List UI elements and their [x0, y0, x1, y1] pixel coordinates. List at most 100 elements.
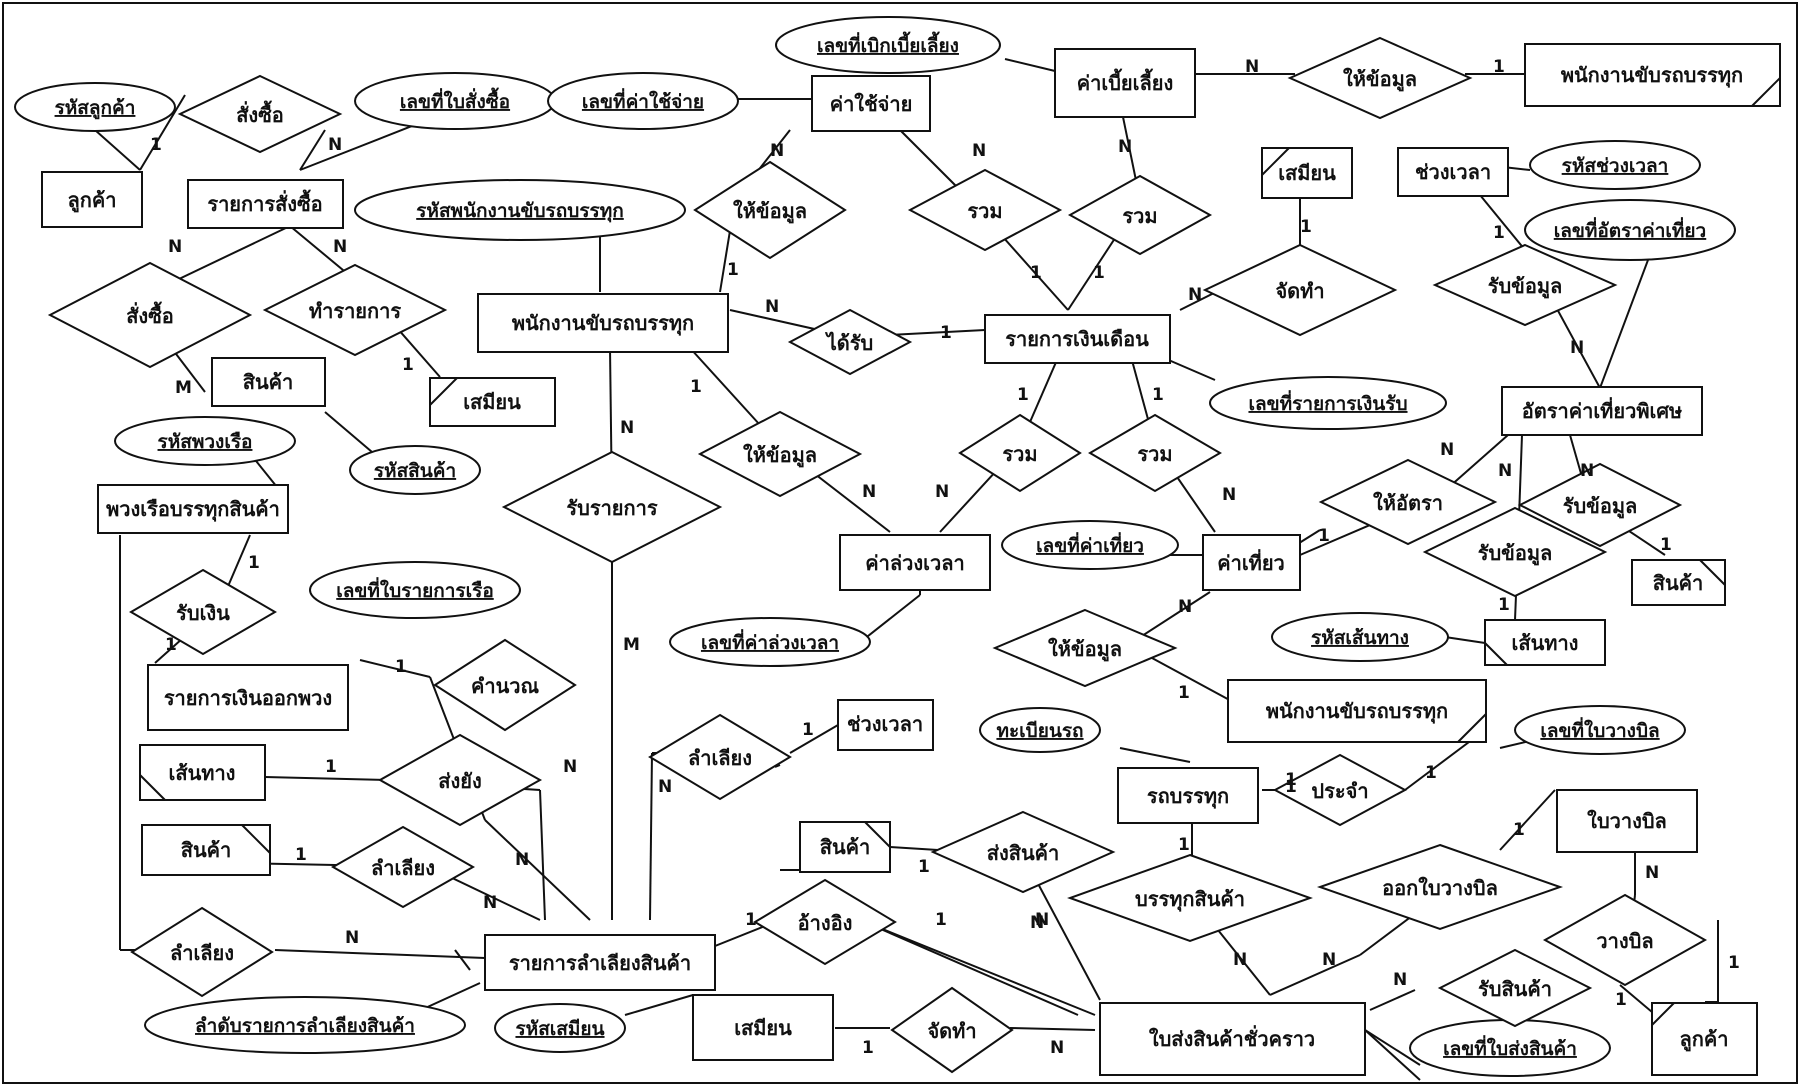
- relationship-overtime-sum: รวม: [958, 413, 1082, 493]
- svg-text:N: N: [658, 777, 672, 797]
- svg-text:รวม: รวม: [1002, 442, 1037, 466]
- svg-text:รับสินค้า: รับสินค้า: [1478, 977, 1552, 1001]
- entity-product-left: สินค้า: [211, 357, 326, 407]
- svg-text:N: N: [1580, 461, 1594, 481]
- attribute-product-id: รหัสสินค้า: [349, 445, 481, 495]
- svg-text:N: N: [1118, 137, 1132, 157]
- svg-text:N: N: [1035, 910, 1049, 930]
- relationship-bill: วางบิล: [1542, 893, 1708, 987]
- entity-payroll: รายการเงินเดือน: [984, 314, 1171, 364]
- entity-truck: รถบรรทุก: [1117, 767, 1259, 824]
- svg-text:เสมียน: เสมียน: [734, 1016, 792, 1040]
- relationship-receive-info-product: รับข้อมูล: [1517, 462, 1683, 548]
- attribute-time-slot-id: รหัสช่วงเวลา: [1529, 140, 1701, 190]
- svg-text:N: N: [483, 893, 497, 913]
- svg-text:รหัสเส้นทาง: รหัสเส้นทาง: [1311, 627, 1409, 649]
- svg-text:N: N: [770, 141, 784, 161]
- svg-text:ลำเลียง: ลำเลียง: [371, 856, 435, 880]
- attribute-expense-no: เลขที่ค่าใช้จ่าย: [547, 72, 739, 130]
- svg-text:1: 1: [1660, 535, 1672, 555]
- svg-text:พนักงานขับรถบรรทุก: พนักงานขับรถบรรทุก: [1561, 63, 1743, 88]
- svg-text:N: N: [515, 850, 529, 870]
- svg-text:รหัสพนักงานขับรถบรรทุก: รหัสพนักงานขับรถบรรทุก: [416, 200, 624, 223]
- svg-text:ลำดับรายการลำเลียงสินค้า: ลำดับรายการลำเลียงสินค้า: [195, 1015, 415, 1037]
- svg-text:อ้างอิง: อ้างอิง: [798, 911, 853, 935]
- svg-text:1: 1: [1300, 217, 1312, 237]
- relationship-delivery-make: จัดทำ: [890, 986, 1014, 1074]
- svg-text:ค่าใช้จ่าย: ค่าใช้จ่าย: [830, 92, 913, 116]
- relationship-calculate: คำนวณ: [433, 638, 577, 732]
- svg-text:รวม: รวม: [1137, 442, 1172, 466]
- svg-text:1: 1: [690, 377, 702, 397]
- svg-text:ส่งสินค้า: ส่งสินค้า: [987, 841, 1059, 865]
- attribute-driver-id: รหัสพนักงานขับรถบรรทุก: [354, 179, 686, 241]
- svg-text:รายการสั่งซื้อ: รายการสั่งซื้อ: [207, 189, 322, 216]
- attribute-transport-seq: ลำดับรายการลำเลียงสินค้า: [144, 996, 466, 1054]
- svg-text:รหัสลูกค้า: รหัสลูกค้า: [55, 97, 136, 120]
- relationship-reference: อ้างอิง: [753, 878, 897, 966]
- entity-time-slot-top: ช่วงเวลา: [1397, 147, 1509, 197]
- entity-customer-bottom: ลูกค้า: [1651, 1002, 1758, 1076]
- relationship-receive-product: รับสินค้า: [1437, 948, 1593, 1028]
- svg-text:ให้อัตรา: ให้อัตรา: [1373, 491, 1443, 515]
- relationship-receive-list: รับรายการ: [501, 450, 723, 564]
- svg-text:พนักงานขับรถบรรทุก: พนักงานขับรถบรรทุก: [1266, 699, 1448, 724]
- svg-text:รับข้อมูล: รับข้อมูล: [1478, 541, 1553, 567]
- entity-truck-driver-low: พนักงานขับรถบรรทุก: [1227, 679, 1487, 743]
- svg-text:1: 1: [862, 1038, 874, 1058]
- relationship-make-list: ทำรายการ: [262, 263, 448, 357]
- svg-text:1: 1: [940, 323, 952, 343]
- svg-text:1: 1: [165, 635, 177, 655]
- svg-text:N: N: [1645, 863, 1659, 883]
- svg-text:ค่าเที่ยว: ค่าเที่ยว: [1217, 548, 1285, 575]
- svg-text:1: 1: [727, 260, 739, 280]
- svg-text:1: 1: [1152, 385, 1164, 405]
- svg-text:N: N: [935, 482, 949, 502]
- entity-billing: ใบวางบิล: [1556, 789, 1698, 853]
- svg-text:สั่งซื้อ: สั่งซื้อ: [236, 100, 284, 127]
- svg-text:N: N: [1188, 285, 1202, 305]
- relationship-transport-product: ลำเลียง: [330, 825, 476, 909]
- svg-text:ทำรายการ: ทำรายการ: [309, 299, 401, 323]
- relationship-expense-sum: รวม: [907, 168, 1063, 252]
- svg-text:เสมียน: เสมียน: [463, 390, 521, 414]
- svg-text:N: N: [765, 297, 779, 317]
- svg-text:รหัสช่วงเวลา: รหัสช่วงเวลา: [1562, 155, 1669, 177]
- attribute-income-no: เลขที่รายการเงินรับ: [1209, 376, 1447, 430]
- attribute-delivery-no: เลขที่ใบส่งสินค้า: [1409, 1019, 1611, 1077]
- attribute-po-no: เลขที่ใบสั่งซื้อ: [354, 72, 556, 130]
- svg-text:N: N: [345, 928, 359, 948]
- cardinality-labels: 1 N N N M 1 N N N 1 N 1 1 N 1 N 1 1 1 N …: [150, 57, 1740, 1058]
- svg-text:N: N: [862, 482, 876, 502]
- svg-text:ใบวางบิล: ใบวางบิล: [1587, 809, 1667, 833]
- entity-order-list: รายการสั่งซื้อ: [187, 179, 344, 229]
- svg-text:บรรทุกสินค้า: บรรทุกสินค้า: [1135, 887, 1245, 912]
- svg-text:สินค้า: สินค้า: [181, 838, 232, 862]
- svg-text:1: 1: [1178, 683, 1190, 703]
- relationship-deliver-product: ส่งสินค้า: [930, 810, 1116, 894]
- relationship-allowance-sum: รวม: [1067, 174, 1213, 256]
- svg-text:N: N: [1570, 338, 1584, 358]
- entity-product-low: สินค้า: [141, 824, 271, 876]
- svg-text:อัตราค่าเที่ยวพิเศษ: อัตราค่าเที่ยวพิเศษ: [1522, 396, 1682, 423]
- svg-text:เสมียน: เสมียน: [1278, 161, 1336, 185]
- svg-text:รับข้อมูล: รับข้อมูล: [1563, 494, 1638, 520]
- svg-text:รหัสสินค้า: รหัสสินค้า: [374, 460, 456, 482]
- relationship-give-rate: ให้อัตรา: [1318, 458, 1498, 546]
- entity-clerk-top: เสมียน: [1261, 147, 1353, 199]
- svg-text:รหัสพวงเรือ: รหัสพวงเรือ: [158, 431, 253, 453]
- relationship-send-to: ส่งยัง: [377, 733, 543, 827]
- attribute-trip-fee-no: เลขที่ค่าเที่ยว: [1001, 520, 1179, 570]
- relationship-expense-info: ให้ข้อมูล: [693, 160, 847, 260]
- entity-fleet: พวงเรือบรรทุกสินค้า: [97, 484, 289, 534]
- relationship-transport-fleet: ลำเลียง: [130, 906, 274, 998]
- svg-text:ให้ข้อมูล: ให้ข้อมูล: [1343, 67, 1417, 93]
- svg-text:สินค้า: สินค้า: [1653, 571, 1704, 595]
- entity-allowance: ค่าเบี้ยเลี้ยง: [1054, 48, 1196, 118]
- svg-text:รถบรรทุก: รถบรรทุก: [1147, 784, 1229, 809]
- svg-text:N: N: [1222, 485, 1236, 505]
- svg-text:N: N: [1050, 1038, 1064, 1058]
- entity-trip-fee: ค่าเที่ยว: [1202, 534, 1301, 591]
- svg-text:N: N: [1233, 950, 1247, 970]
